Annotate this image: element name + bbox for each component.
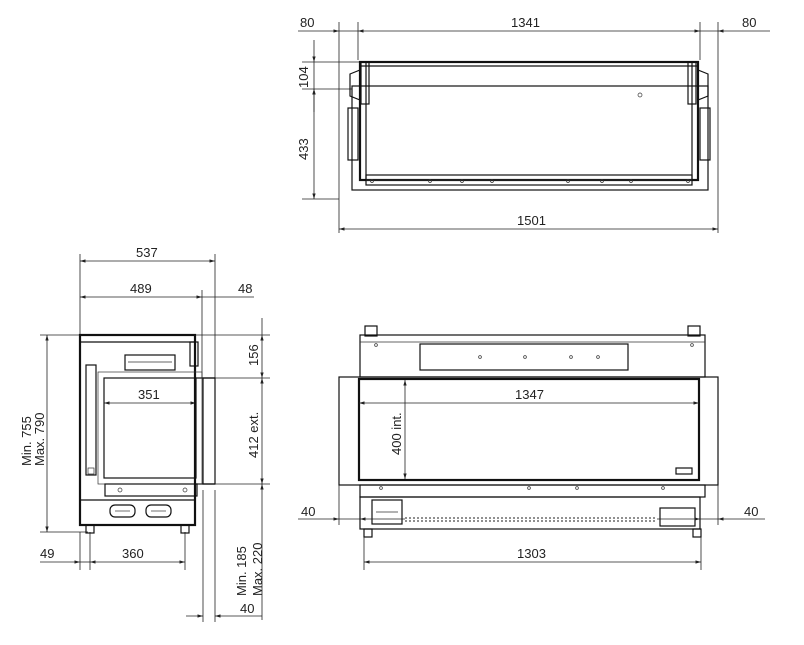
dim-foot-offset: 49 [40, 546, 54, 561]
dim-right-top: 156 [246, 344, 261, 366]
dim-right-frame: 40 [744, 504, 758, 519]
dim-floor-min: Min. 185 [234, 546, 249, 596]
dim-floor-max: Max. 220 [250, 543, 265, 596]
dim-right-opening: 412 ext. [246, 412, 261, 458]
dim-left-frame: 40 [301, 504, 315, 519]
dim-bottom-frame: 40 [240, 601, 254, 616]
dim-height-min: Min. 755 [19, 416, 34, 466]
dim-total-depth: 537 [136, 245, 158, 260]
dim-right-margin: 80 [742, 15, 756, 30]
dim-left-margin: 80 [300, 15, 314, 30]
top-view: 80 1341 80 104 433 1501 [296, 15, 770, 233]
dim-frame: 48 [238, 281, 252, 296]
side-view: 537 489 48 351 Min. 755 Max. 790 156 412… [19, 245, 270, 622]
dim-opening-width: 1347 [515, 387, 544, 402]
vent-slots [405, 517, 655, 522]
dim-foot-span: 360 [122, 546, 144, 561]
dim-inner-width: 1341 [511, 15, 540, 30]
dim-height-top: 104 [296, 66, 311, 88]
dim-height-body: 433 [296, 138, 311, 160]
dim-opening-height: 400 int. [389, 412, 404, 455]
dim-total-width: 1501 [517, 213, 546, 228]
dim-height-max: Max. 790 [32, 413, 47, 466]
dim-inner-depth: 351 [138, 387, 160, 402]
front-view: 1347 400 int. 40 40 1303 [298, 325, 765, 570]
dim-base-width: 1303 [517, 546, 546, 561]
dim-depth: 489 [130, 281, 152, 296]
